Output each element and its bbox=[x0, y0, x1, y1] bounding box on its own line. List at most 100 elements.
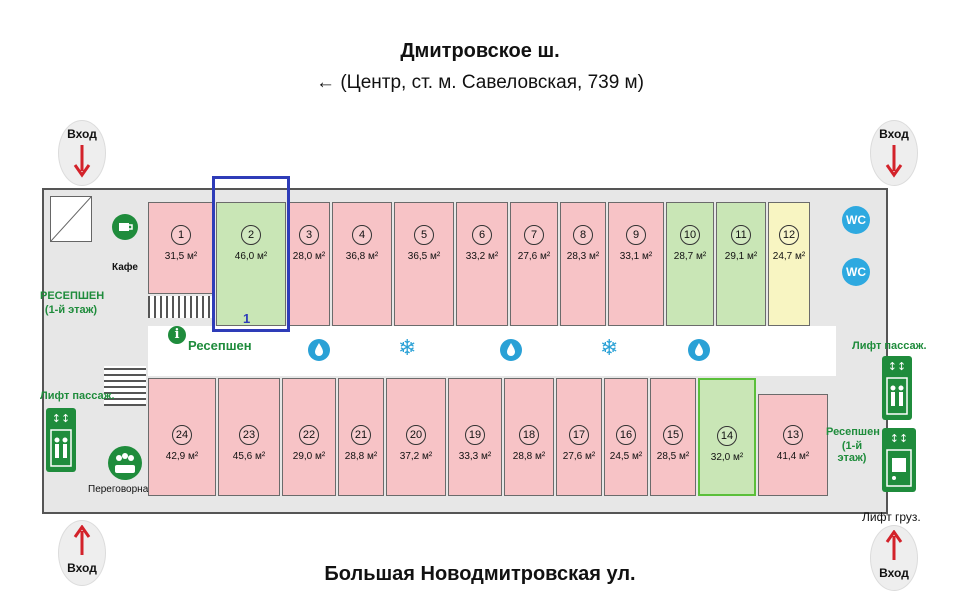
staircase-top bbox=[148, 296, 212, 318]
office-room-8[interactable]: 8 28,3 м² bbox=[560, 202, 606, 326]
reception-right-label: Ресепшен bbox=[826, 426, 880, 438]
room-number: 1 bbox=[171, 225, 191, 245]
room-area: 33,1 м² bbox=[619, 251, 653, 262]
room-area: 33,2 м² bbox=[465, 251, 499, 262]
room-number: 6 bbox=[472, 225, 492, 245]
room-number: 8 bbox=[573, 225, 593, 245]
room-number: 10 bbox=[680, 225, 700, 245]
office-room-15[interactable]: 15 28,5 м² bbox=[650, 378, 696, 496]
room-number: 23 bbox=[239, 425, 259, 445]
room-number: 7 bbox=[524, 225, 544, 245]
entrance-bottom-left[interactable]: Вход bbox=[58, 520, 106, 586]
selected-office-highlight bbox=[212, 176, 290, 332]
room-number: 17 bbox=[569, 425, 589, 445]
room-area: 27,6 м² bbox=[562, 451, 596, 462]
entrance-top-right[interactable]: Вход bbox=[870, 120, 918, 186]
room-number: 12 bbox=[779, 225, 799, 245]
room-number: 20 bbox=[406, 425, 426, 445]
room-area: 28,8 м² bbox=[344, 451, 378, 462]
room-number: 19 bbox=[465, 425, 485, 445]
office-room-7[interactable]: 7 27,6 м² bbox=[510, 202, 558, 326]
street-label-bottom: Большая Новодмитровская ул. bbox=[324, 563, 636, 585]
office-room-21[interactable]: 21 28,8 м² bbox=[338, 378, 384, 496]
svg-text:↕↕: ↕↕ bbox=[890, 432, 908, 445]
room-area: 29,0 м² bbox=[292, 451, 326, 462]
office-room-23[interactable]: 23 45,6 м² bbox=[218, 378, 280, 496]
coffee-cup-icon bbox=[112, 214, 138, 240]
office-room-17[interactable]: 17 27,6 м² bbox=[556, 378, 602, 496]
arrow-down-icon bbox=[73, 145, 91, 178]
room-number: 22 bbox=[299, 425, 319, 445]
room-area: 29,1 м² bbox=[724, 251, 758, 262]
stairwell-left bbox=[50, 196, 92, 242]
street-label-top: Дмитровское ш. bbox=[400, 40, 560, 62]
room-area: 28,7 м² bbox=[673, 251, 707, 262]
office-room-20[interactable]: 20 37,2 м² bbox=[386, 378, 446, 496]
svg-text:↕↕: ↕↕ bbox=[52, 412, 70, 425]
room-area: 28,3 м² bbox=[566, 251, 600, 262]
office-room-11[interactable]: 11 29,1 м² bbox=[716, 202, 766, 326]
reception-left-label: РЕСЕПШЕН bbox=[40, 290, 105, 302]
entrance-label: Вход bbox=[67, 127, 97, 141]
room-area: 42,9 м² bbox=[165, 451, 199, 462]
office-room-1[interactable]: 1 31,5 м² bbox=[148, 202, 214, 294]
room-number: 18 bbox=[519, 425, 539, 445]
office-room-9[interactable]: 9 33,1 м² bbox=[608, 202, 664, 326]
entrance-label: Вход bbox=[879, 127, 909, 141]
room-number: 9 bbox=[626, 225, 646, 245]
room-area: 24,7 м² bbox=[772, 251, 806, 262]
reception-corridor-label: Ресепшен bbox=[188, 338, 252, 353]
info-icon: i bbox=[168, 326, 186, 344]
reception-right-floor: (1-й этаж) bbox=[837, 440, 867, 464]
svg-text:↕↕: ↕↕ bbox=[888, 360, 906, 373]
lift-passenger-right-label: Лифт пассаж. bbox=[852, 340, 927, 352]
meeting-people-icon bbox=[108, 446, 142, 480]
office-room-2[interactable]: 2 46,0 м² bbox=[216, 202, 286, 326]
stairs-icon bbox=[50, 196, 92, 242]
entrance-top-left[interactable]: Вход bbox=[58, 120, 106, 186]
room-number: 15 bbox=[663, 425, 683, 445]
entrance-bottom-right[interactable]: Вход bbox=[870, 525, 918, 591]
water-drop-icon bbox=[308, 338, 330, 362]
corridor bbox=[148, 326, 836, 376]
room-number: 14 bbox=[717, 426, 737, 446]
room-number: 5 bbox=[414, 225, 434, 245]
room-number: 13 bbox=[783, 425, 803, 445]
snowflake-icon: ❄ bbox=[398, 335, 417, 360]
office-room-12[interactable]: 12 24,7 м² bbox=[768, 202, 810, 326]
room-area: 36,8 м² bbox=[345, 251, 379, 262]
office-room-6[interactable]: 6 33,2 м² bbox=[456, 202, 508, 326]
room-number: 11 bbox=[731, 225, 751, 245]
room-area: 24,5 м² bbox=[609, 451, 643, 462]
room-area: 28,5 м² bbox=[656, 451, 690, 462]
room-number: 21 bbox=[351, 425, 371, 445]
room-area: 37,2 м² bbox=[399, 451, 433, 462]
room-area: 28,0 м² bbox=[292, 251, 326, 262]
lift-cargo-label: Лифт груз. bbox=[862, 510, 921, 524]
water-drop-icon bbox=[500, 338, 522, 362]
room-number: 2 bbox=[241, 225, 261, 245]
highlight-marker: 1 bbox=[243, 311, 251, 326]
room-area: 27,6 м² bbox=[517, 251, 551, 262]
arrow-up-icon bbox=[885, 530, 903, 560]
arrow-down-icon bbox=[885, 145, 903, 178]
office-room-10[interactable]: 10 28,7 м² bbox=[666, 202, 714, 326]
snowflake-icon: ❄ bbox=[600, 335, 619, 360]
room-area: 31,5 м² bbox=[164, 251, 198, 262]
room-area: 45,6 м² bbox=[232, 451, 266, 462]
street-direction-label: ← (Центр, ст. м. Савеловская, 739 м) bbox=[316, 72, 644, 93]
meeting-room-label: Переговорная bbox=[88, 484, 154, 495]
office-room-22[interactable]: 22 29,0 м² bbox=[282, 378, 336, 496]
room-area: 46,0 м² bbox=[234, 251, 268, 262]
elevator-icon: ↕↕ bbox=[882, 356, 912, 420]
entrance-label: Вход bbox=[879, 566, 909, 580]
